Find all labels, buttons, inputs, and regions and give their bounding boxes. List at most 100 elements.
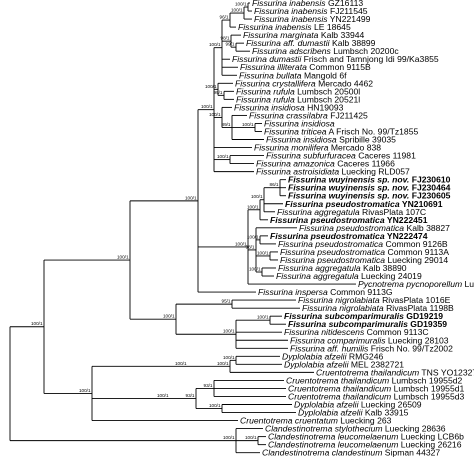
species-name: Cruentotrema thailandicum [316, 367, 419, 377]
voucher-id: TNS YO12327 [419, 367, 474, 377]
voucher-id: YN222474 [385, 231, 428, 241]
taxon-label: Fissurina pseudostromatica Common 9113A [280, 247, 449, 257]
taxon-label: Fissurina pseudostromatica Luecking 2901… [280, 255, 448, 265]
voucher-id: Spribille 39035 [337, 135, 396, 145]
taxon-label: Fissurina pseudostromatica Kalb 38827 [299, 223, 450, 233]
taxon-label: Cruentotrema thailandicum Lumbsch 19955d… [288, 383, 465, 393]
species-name: Fissurina rufula [236, 86, 295, 96]
support-value: 100/1 [247, 204, 259, 209]
taxon-label: Fissurina comparimuralis Luecking 28103 [290, 335, 449, 345]
voucher-id: Luecking 26546 [462, 279, 474, 289]
taxon-label: Fissurina pseudostromatica YN222474 [270, 231, 428, 241]
taxon-label: Fissurina inabensis LE 18645 [238, 22, 351, 32]
species-name: Fissurina wuyinensis sp. nov. [288, 183, 409, 193]
species-name: Dyplolabia afzelii [284, 359, 350, 369]
voucher-id: Lumbsch 20200c [331, 46, 400, 56]
voucher-id: Common 9113A [385, 247, 449, 257]
taxon-label: Fissurina insidiosa Spribille 39035 [266, 135, 396, 145]
taxon-label: Fissurina amazonica Caceres 11966 [256, 159, 395, 169]
support-value: 100/1 [117, 255, 129, 260]
species-name: Fissurina illiterata [240, 62, 307, 72]
species-name: Fissurina nitidescens [284, 327, 365, 337]
support-value: 100/1 [201, 104, 213, 109]
voucher-id: HN19093 [305, 102, 344, 112]
species-name: Fissurina insidiosa [266, 135, 337, 145]
support-value: 100/1 [79, 388, 91, 393]
support-value: 100/1 [209, 403, 221, 408]
voucher-id: Frisch and Tamnjong Idi 99/Ka3855 [301, 54, 439, 64]
taxon-label: Fissurina inabensis GZ16113 [252, 0, 363, 8]
taxon-label: Dyplolabia afzelii Luecking 26509 [294, 400, 422, 410]
species-name: Fissurina crystallifera [235, 78, 316, 88]
voucher-id: Common 9113C [364, 327, 428, 337]
support-value: 95/1 [222, 299, 231, 304]
support-values: 100/1100/196/199/198/1100/199/1100/1100/… [31, 2, 279, 441]
support-value: 100/1 [242, 122, 254, 127]
species-name: Fissurina subcomparimuralis [284, 311, 404, 321]
species-name: Fissurina wuyinensis sp. nov. [288, 191, 409, 201]
voucher-id: FJ230610 [409, 175, 450, 185]
support-value: 100/1 [257, 315, 269, 320]
voucher-id: FJ230464 [409, 183, 450, 193]
voucher-id: Luecking 24019 [359, 271, 422, 281]
taxon-label: Dyplolabia afzelii MEL 2382721 [284, 359, 404, 369]
species-name: Clandestinotrema stylothecium [265, 424, 383, 434]
voucher-id: LE 18645 [312, 22, 351, 32]
taxon-label: Fissurina marginata Kalb 33944 [243, 30, 365, 40]
species-name: Fissurina bullata [239, 70, 302, 80]
species-name: Fissurina inabensis [238, 22, 312, 32]
voucher-id: RivasPlata 1198B [384, 303, 454, 313]
species-name: Cruentotrema thailandicum [288, 391, 391, 401]
species-name: Fissurina pseudostromatica [270, 215, 385, 225]
species-name: Cruentotrema cruentatum [240, 416, 338, 426]
taxon-label: Fissurina nigrolabiata RivasPlata 1016E [298, 295, 451, 305]
taxon-label: Fissurina subcomparimuralis GD19219 [284, 311, 443, 321]
species-name: Fissurina marginata [243, 30, 319, 40]
taxon-label: Fissurina nigrolabiata RivasPlata 1198B [302, 303, 454, 313]
species-name: Fissurina inabensis [252, 0, 326, 8]
taxon-label: Fissurina wuyinensis sp. nov. FJ230464 [288, 183, 451, 193]
taxon-label: Dyplolabia afzelii RMG246 [282, 351, 383, 361]
species-name: Fissurina insidiosa [234, 102, 305, 112]
voucher-id: Kalb 33915 [363, 408, 409, 418]
support-value: 100/1 [175, 361, 187, 366]
species-name: Fissurina pseudostromatica [299, 223, 404, 233]
support-value: 100/1 [217, 361, 229, 366]
support-value: 100/1 [185, 195, 197, 200]
support-value: 98/1 [246, 244, 255, 249]
voucher-id: A Frisch No. 99/Tz1855 [327, 126, 419, 136]
voucher-id: MEL 2382721 [349, 359, 405, 369]
species-name: Cruentotrema thailandicum [286, 375, 389, 385]
voucher-id: GZ16113 [326, 0, 364, 8]
support-value: 100/1 [235, 241, 247, 246]
support-value: 100/1 [235, 2, 247, 7]
species-name: Pycnotrema pycnoporellum [358, 279, 462, 289]
support-value: 100/1 [247, 234, 259, 239]
voucher-id: Common 9113G [328, 287, 393, 297]
species-name: Cruentotrema thailandicum [288, 383, 391, 393]
voucher-id: Frisch No. 99/Tz2002 [368, 343, 453, 353]
voucher-id: Luecking 263 [338, 416, 392, 426]
voucher-id: YN210691 [400, 199, 443, 209]
voucher-id: Luecking 26216 [398, 440, 461, 450]
taxon-label: Cruentotrema thailandicum TNS YO12327 [316, 367, 474, 377]
support-value: 100/1 [251, 194, 263, 199]
voucher-id: FJ211545 [328, 6, 368, 16]
taxon-label: Fissurina pseudostromatica YN222451 [270, 215, 428, 225]
taxon-label: Fissurina illiterata Common 9115B [240, 62, 371, 72]
species-name: Fissurina crassilabra [249, 110, 328, 120]
species-name: Fissurina subfurfuracea [266, 151, 356, 161]
voucher-id: FJ211425 [328, 110, 368, 120]
taxon-label: Fissurina rufula Lumbsch 20521l [236, 94, 360, 104]
voucher-id: Luecking 29014 [385, 255, 448, 265]
voucher-id: RivasPlata 1016E [380, 295, 451, 305]
voucher-id: Kalb 38899 [330, 38, 376, 48]
voucher-id: Kalb 33944 [318, 30, 364, 40]
species-name: Fissurina pseudostromatica [280, 255, 385, 265]
voucher-id: Kalb 38827 [404, 223, 450, 233]
voucher-id: Lumbsch 20521l [295, 94, 361, 104]
species-name: Fissurina aff. humilis [290, 343, 369, 353]
taxon-label: Fissurina aggregatula Luecking 24019 [276, 271, 422, 281]
taxon-label: Fissurina aff. humilis Frisch No. 99/Tz2… [290, 343, 453, 353]
species-name: Fissurina aggregatula [276, 271, 359, 281]
